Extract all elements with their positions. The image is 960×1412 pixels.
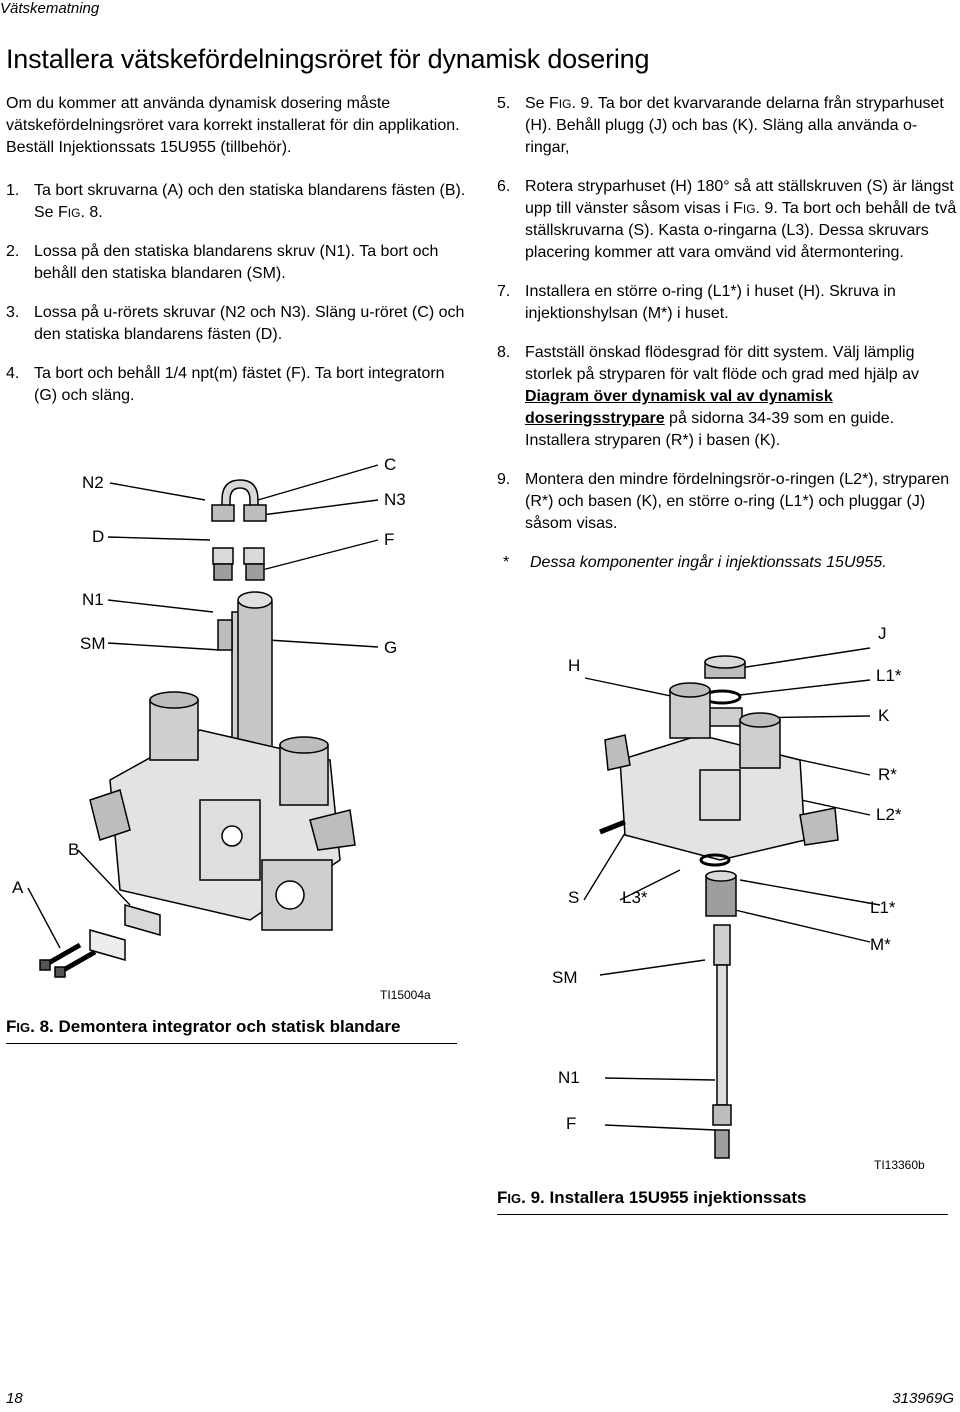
fig8-label-c: C [384, 455, 397, 474]
fig8-label-b: B [68, 840, 80, 859]
fig8-label-n3: N3 [384, 490, 406, 509]
step-text: Rotera stryparhuset (H) 180° så att stäl… [525, 178, 957, 261]
step-text: Montera den mindre fördelningsrör-o-ring… [525, 471, 950, 532]
fig8-label-d: D [92, 527, 105, 546]
fig9-label-l2: L2* [876, 805, 902, 824]
note-text: Dessa komponenter ingår i injektionssats… [530, 554, 887, 571]
note-asterisk: * [503, 554, 510, 571]
fig9-label-r: R* [878, 765, 897, 784]
fig8-label-n2: N2 [82, 473, 104, 492]
step-number: 3. [6, 304, 20, 321]
fig9-label-j: J [878, 624, 887, 643]
page-number: 18 [6, 1390, 23, 1407]
step-text: Se FIG. 9. Ta bor det kvarvarande delarn… [525, 95, 944, 156]
kit-note: * Dessa komponenter ingår i injektionssa… [497, 552, 957, 574]
document-number: 313969G [892, 1390, 954, 1407]
step-9: 9. Montera den mindre fördelningsrör-o-r… [497, 469, 957, 535]
fig9-label-l3: L3* [622, 888, 648, 907]
fig9-label-h: H [568, 656, 581, 675]
step-number: 4. [6, 365, 20, 382]
intro-paragraph: Om du kommer att använda dynamisk doseri… [6, 95, 460, 156]
step-number: 1. [6, 182, 20, 199]
fig9-label-l1-top: L1* [876, 666, 902, 685]
step-text: Ta bort och behåll 1/4 npt(m) fästet (F)… [34, 365, 445, 404]
step-number: 8. [497, 344, 511, 361]
step-6: 6. Rotera stryparhuset (H) 180° så att s… [497, 176, 957, 264]
fig9-label-m: M* [870, 935, 891, 954]
step-text: Ta bort skruvarna (A) och den statiska b… [34, 182, 466, 221]
step-7: 7. Installera en större o-ring (L1*) i h… [497, 281, 957, 325]
fig8-label-g: G [384, 638, 398, 657]
fig8-caption: FIG. 8. Demontera integrator och statisk… [6, 1017, 401, 1036]
fig9-caption: FIG. 9. Installera 15U955 injektionssats [497, 1188, 807, 1207]
fig9-label-f: F [566, 1114, 577, 1133]
fig8-label-a: A [12, 878, 24, 897]
step-3: 3. Lossa på u-rörets skruvar (N2 och N3)… [6, 302, 468, 346]
step-4: 4. Ta bort och behåll 1/4 npt(m) fästet … [6, 363, 468, 407]
chart-reference-link[interactable]: Diagram över dynamisk val av dynamisk do… [525, 388, 833, 427]
fig9-label-n1: N1 [558, 1068, 580, 1087]
fig9-label-sm: SM [552, 968, 578, 987]
step-text: Installera en större o-ring (L1*) i huse… [525, 283, 896, 322]
fig8-label-n1: N1 [82, 590, 104, 609]
steps-left: 1. Ta bort skruvarna (A) och den statisk… [6, 180, 468, 424]
page-title: Installera vätskefördelningsröret för dy… [6, 44, 650, 74]
step-number: 2. [6, 243, 20, 260]
step-number: 5. [497, 95, 511, 112]
step-8: 8. Fastställ önskad flödesgrad för ditt … [497, 342, 957, 452]
fig8-caption-rule [6, 1043, 457, 1044]
step-text: Lossa på u-rörets skruvar (N2 och N3). S… [34, 304, 465, 343]
fig9-label-s: S [568, 888, 580, 907]
step-1: 1. Ta bort skruvarna (A) och den statisk… [6, 180, 468, 224]
fig8-ti-code: TI15004a [380, 988, 431, 1002]
fig8-label-sm: SM [80, 634, 106, 653]
fig8-label-f: F [384, 530, 395, 549]
step-number: 6. [497, 178, 511, 195]
fig9-caption-rule [497, 1214, 948, 1215]
fig9-ti-code: TI13360b [874, 1158, 925, 1172]
step-text: Lossa på den statiska blandarens skruv (… [34, 243, 439, 282]
step-number: 7. [497, 283, 511, 300]
fig9-label-k: K [878, 706, 890, 725]
step-text: Fastställ önskad flödesgrad för ditt sys… [525, 344, 919, 449]
step-5: 5. Se FIG. 9. Ta bor det kvarvarande del… [497, 93, 957, 159]
step-2: 2. Lossa på den statiska blandarens skru… [6, 241, 468, 285]
section-header: Vätskematning [0, 0, 100, 17]
steps-right: 5. Se FIG. 9. Ta bor det kvarvarande del… [497, 93, 957, 574]
step-number: 9. [497, 471, 511, 488]
fig9-label-l1-bottom: L1* [870, 898, 896, 917]
